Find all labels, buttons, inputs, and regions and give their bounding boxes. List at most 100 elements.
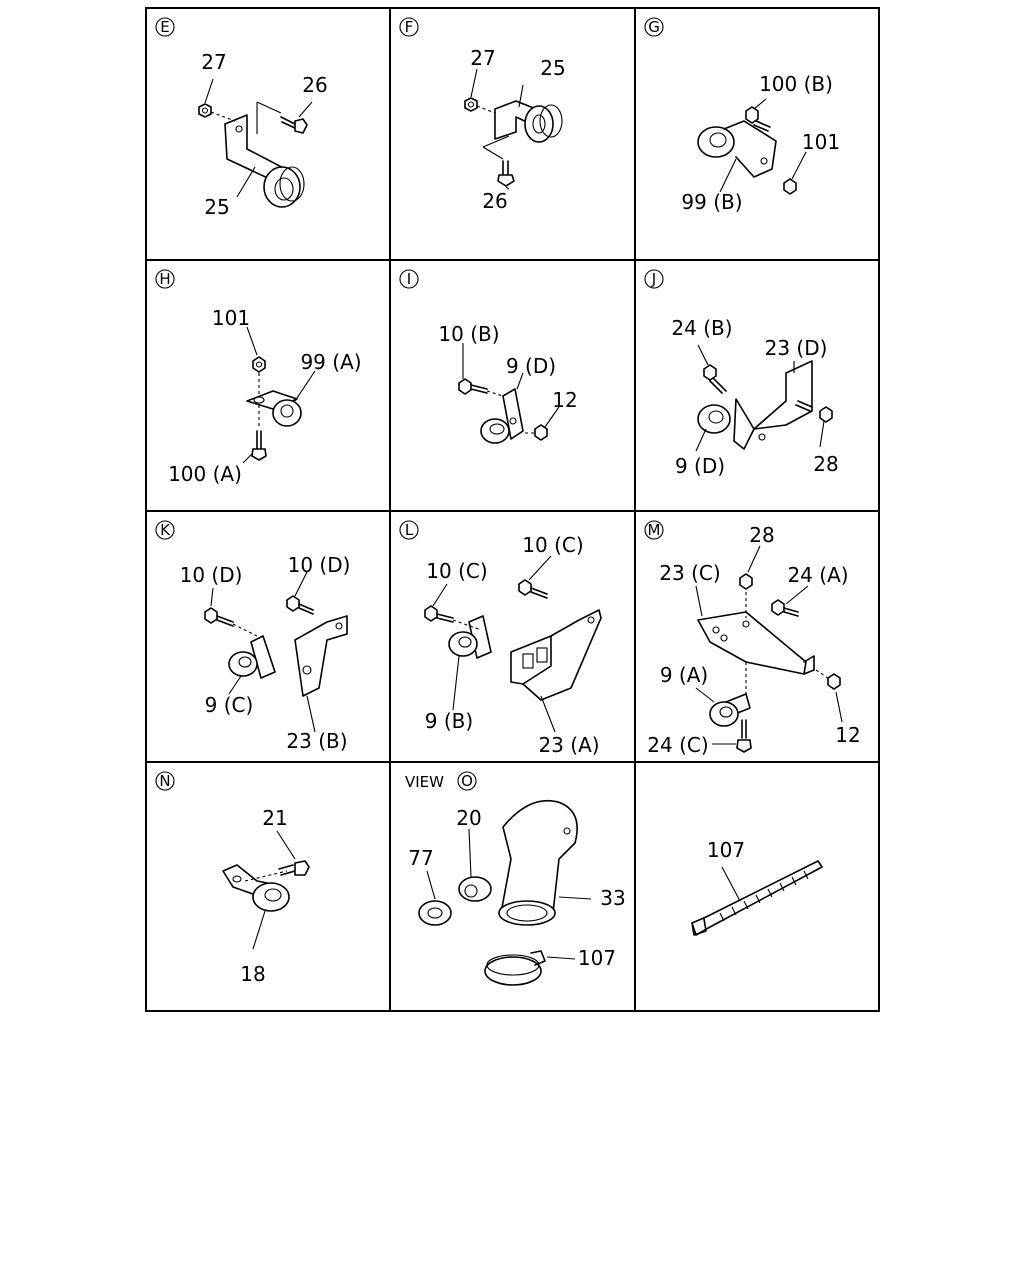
part-label: 10 (D) [180,563,243,587]
bolt-part [204,607,218,624]
panel-h-drawing: H 101 99 (A) 100 (A) [155,269,362,486]
part-label: 101 [802,130,840,154]
bracket-part [502,388,524,440]
boot-part [500,799,578,914]
bracket-part [250,635,276,679]
part-label: 25 [540,56,565,80]
part-label: 99 (A) [300,350,361,374]
panel-letter-badge: H [155,269,175,289]
clamp-part [263,166,301,208]
panel-letter-badge: L [399,520,419,540]
bolt-part [741,719,747,739]
nut-part [252,356,266,373]
bracket-part [246,390,298,410]
part-label: 9 (B) [425,709,473,733]
part-label: 26 [302,73,327,97]
clamp-part [480,418,510,444]
nut-part [534,424,548,441]
part-label: 18 [240,962,265,986]
panel-e: E 27 26 25 [147,9,391,259]
clamp-part [448,631,478,657]
svg-text:H: H [159,270,170,288]
washer-part [418,900,452,926]
bolt-part [703,364,717,381]
svg-text:M: M [648,521,661,539]
bolt-part [458,378,472,395]
part-label: 25 [204,195,229,219]
bracket-part [494,100,552,140]
panel-cable-tie: 107 [636,763,880,1013]
part-label: 9 (D) [506,354,556,378]
panel-letter-badge: G [644,17,664,37]
clamp-part [697,404,731,434]
panel-f: F 27 25 26 [391,9,635,259]
panel-letter-badge: E [155,17,175,37]
bolt-part [745,106,759,124]
bolt-part [795,400,813,412]
nut-part [783,178,797,195]
part-label: 28 [749,523,774,547]
panel-i: I 10 (B) 9 (D) 12 [391,261,635,511]
panel-j-drawing: J 24 (B) 23 (D) 9 (D) 28 [644,269,839,478]
bracket-part [697,611,807,675]
panel-letter-badge: K [155,520,175,540]
panel-letter-badge: I [399,269,419,289]
bracket-part [723,120,777,178]
svg-text:L: L [405,521,414,539]
panel-h: H 101 99 (A) 100 (A) [147,261,391,511]
nut-part [739,573,753,590]
bolt-part [424,605,438,622]
part-label: 33 [600,886,625,910]
part-label: 100 (B) [759,72,833,96]
part-label: 107 [578,946,616,970]
bolt-part [256,430,262,450]
part-label: 9 (C) [205,693,254,717]
grid-divider [147,259,878,261]
bolt-part [518,579,532,596]
grid-divider [147,761,878,763]
part-label: 24 (C) [647,733,708,757]
svg-text:I: I [407,270,411,288]
panel-m: M 28 23 (C) 24 [636,512,880,762]
panel-letter-badge: J [644,269,664,289]
part-label: 99 (B) [681,190,742,214]
grid-divider [147,510,878,512]
part-label: 10 (C) [426,559,487,583]
svg-text:F: F [405,18,414,36]
panel-o: VIEW O 20 77 33 107 [391,763,635,1013]
clamp-part [524,105,554,143]
bolt-part [278,864,296,876]
bracket-part [733,398,755,450]
clamp-part [252,882,290,912]
panel-k: K 10 (D) 10 (D) 9 (C) 23 (B) [147,512,391,762]
clamp-part [697,126,735,158]
part-label: 27 [201,50,226,74]
part-label: 12 [835,723,860,747]
part-label: 77 [408,846,433,870]
part-label: 9 (A) [660,663,708,687]
part-label: 23 (A) [538,733,599,757]
panel-k-drawing: K 10 (D) 10 (D) 9 (C) 23 (B) [155,520,351,753]
bracket-part [510,635,552,685]
grid-divider [389,9,391,1010]
nut-part [198,103,212,118]
panel-letter-badge: VIEW O [405,771,477,791]
part-label: 10 (B) [438,322,499,346]
part-label: 9 (D) [675,454,725,478]
part-label: 10 (C) [522,533,583,557]
part-label: 26 [482,189,507,213]
parts-diagram-grid: E 27 26 25 [145,7,880,1012]
bolt-part [771,599,785,616]
panel-l: L 10 (C) 10 (C) 9 (B) 23 (A) [391,512,635,762]
bracket-part [294,615,348,697]
spacer-part [458,876,492,902]
part-label: 10 (D) [288,553,351,577]
svg-text:E: E [160,18,169,36]
panel-f-drawing: F 27 25 26 [399,17,566,213]
part-label: 107 [707,838,745,862]
part-label: 23 (B) [286,729,347,753]
part-label: 23 (C) [659,561,720,585]
panel-n: N 21 18 [147,763,391,1013]
panel-g: G 100 (B) 101 99 (B) [636,9,880,259]
part-label: 24 (B) [671,316,732,340]
